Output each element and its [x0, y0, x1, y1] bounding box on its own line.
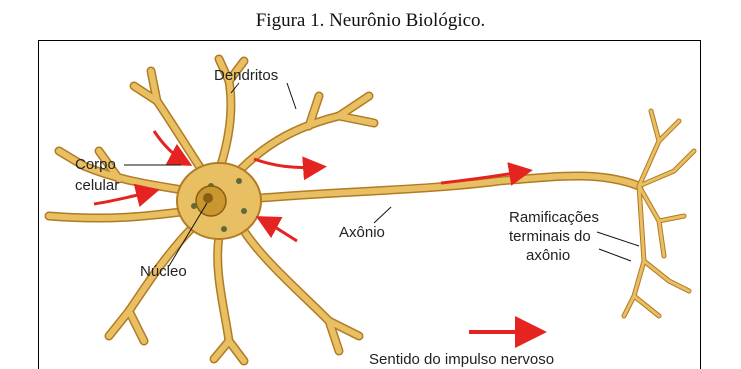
impulse-arrow	[261, 219, 297, 241]
terminals-label-1: Ramificações	[509, 209, 599, 226]
dendrites-label: Dendritos	[214, 67, 278, 84]
neuron-diagram: Dendritos Corpo celular Núcleo Axônio Ra…	[39, 41, 701, 369]
axon-label: Axônio	[339, 224, 385, 241]
terminals-label-3: axônio	[526, 247, 570, 264]
impulse-arrow	[254, 159, 321, 168]
terminals-label-2: terminais do	[509, 228, 591, 245]
figure-caption: Figura 1. Neurônio Biológico.	[0, 10, 741, 32]
figure-frame: Dendritos Corpo celular Núcleo Axônio Ra…	[38, 40, 701, 369]
axon	[249, 176, 639, 199]
cell-body-label-1: Corpo	[75, 156, 116, 173]
nucleus-label: Núcleo	[140, 263, 187, 280]
cell-body-label-2: celular	[75, 177, 119, 194]
nucleus	[196, 186, 226, 216]
axon-terminals	[624, 111, 694, 316]
legend-label: Sentido do impulso nervoso	[369, 351, 554, 368]
